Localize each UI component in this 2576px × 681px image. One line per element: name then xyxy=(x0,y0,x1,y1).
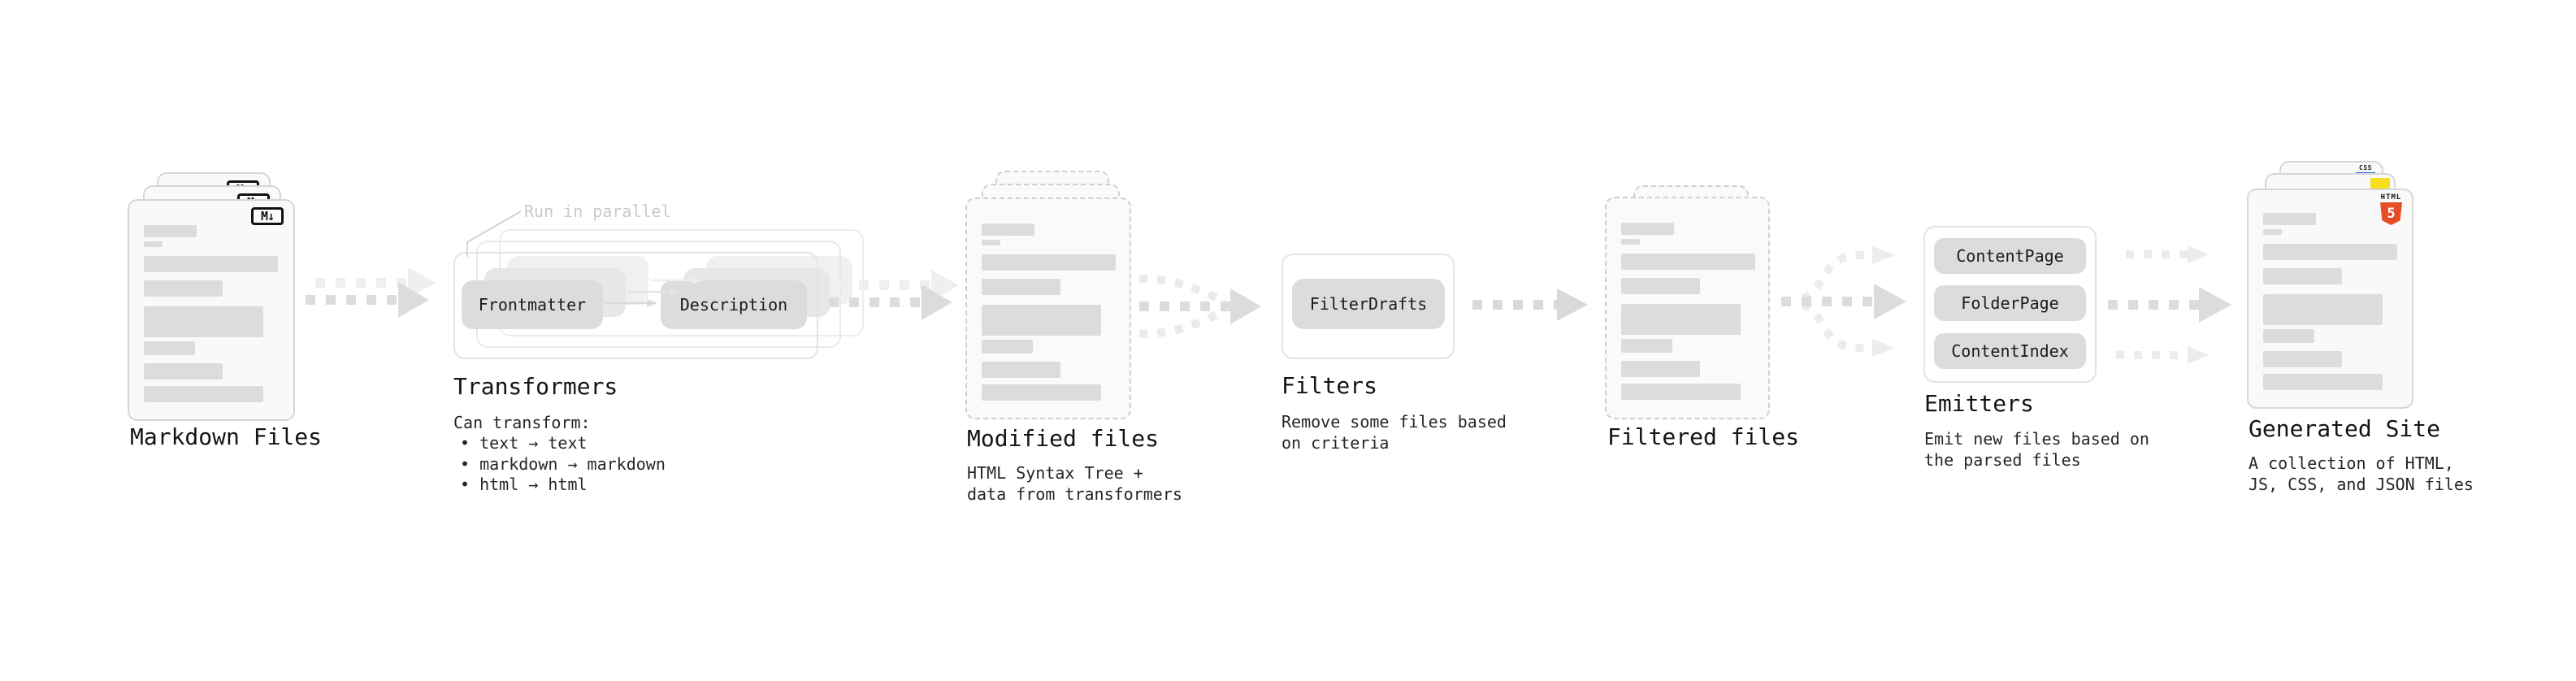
placeholder-bar xyxy=(1621,278,1700,294)
placeholder-bar xyxy=(2263,244,2397,260)
modified-file-card-front xyxy=(965,197,1131,419)
frontmatter-pill: Frontmatter xyxy=(462,280,603,329)
desc-line: Remove some files based xyxy=(1281,412,1507,432)
bullet-line: • html → html xyxy=(460,475,588,494)
filterdrafts-pill: FilterDrafts xyxy=(1292,279,1445,329)
transformers-desc: Can transform: xyxy=(453,413,591,432)
html5-badge-label: HTML xyxy=(2380,193,2402,202)
desc-line: HTML Syntax Tree + xyxy=(967,463,1143,483)
placeholder-bar xyxy=(1621,304,1741,335)
transformer-box-front xyxy=(453,252,818,359)
css-badge-label: CSS xyxy=(2359,164,2372,171)
placeholder-bar xyxy=(2263,229,2282,235)
placeholder-bar xyxy=(1621,361,1700,377)
placeholder-bar xyxy=(2263,374,2383,390)
emitters-box xyxy=(1923,226,2097,383)
bullet-line: • markdown → markdown xyxy=(460,453,666,474)
desc-line: the parsed files xyxy=(1924,449,2081,470)
desc-line: A collection of HTML, xyxy=(2249,453,2454,473)
placeholder-bar xyxy=(144,256,278,272)
flow-arrows-emitters-to-generated xyxy=(2108,245,2231,364)
placeholder-bar xyxy=(1621,384,1741,400)
flow-arrow-modified-to-filters xyxy=(1138,275,1261,338)
placeholder-bar xyxy=(1621,239,1640,245)
flow-arrow-filtered-to-emitters xyxy=(1781,246,1906,357)
filtered-file-card-front xyxy=(1605,197,1770,419)
desc-line: on criteria xyxy=(1281,432,1390,453)
generated-site-desc: A collection of HTML, JS, CSS, and JSON … xyxy=(2249,453,2474,495)
run-in-parallel-annotation: Run in parallel xyxy=(524,202,671,221)
placeholder-bar xyxy=(2263,351,2342,367)
stage-label-transformers: Transformers xyxy=(453,373,618,400)
markdown-icon: M↓ xyxy=(251,207,284,225)
placeholder-bar xyxy=(982,279,1060,295)
html5-shield: 5 xyxy=(2380,202,2402,225)
placeholder-bar xyxy=(144,363,223,380)
placeholder-bar xyxy=(982,254,1116,271)
placeholder-bar xyxy=(2263,268,2342,284)
contentpage-pill: ContentPage xyxy=(1934,238,2086,274)
stage-label-generated-site: Generated Site xyxy=(2249,415,2441,442)
stage-label-markdown-files: Markdown Files xyxy=(130,423,323,450)
placeholder-bar xyxy=(144,386,263,402)
placeholder-bar xyxy=(2263,213,2316,225)
transformers-bullets: • text → text • markdown → markdown • ht… xyxy=(460,433,666,496)
stage-label-emitters: Emitters xyxy=(1924,390,2034,417)
placeholder-bar xyxy=(982,240,1000,245)
placeholder-bar xyxy=(982,340,1033,354)
placeholder-bar xyxy=(144,225,197,237)
emitters-desc: Emit new files based on the parsed files xyxy=(1924,429,2149,471)
placeholder-bar xyxy=(982,384,1101,401)
placeholder-bar xyxy=(1621,254,1755,270)
placeholder-bar xyxy=(982,223,1034,236)
placeholder-bar xyxy=(2263,294,2383,325)
placeholder-bar xyxy=(2263,329,2314,343)
placeholder-bar xyxy=(1621,339,1672,353)
bullet-line: • text → text xyxy=(460,433,588,453)
placeholder-bar xyxy=(144,280,223,297)
folderpage-pill: FolderPage xyxy=(1934,285,2086,321)
flow-arrow-markdown-to-transformers xyxy=(306,267,436,318)
placeholder-bar xyxy=(1621,223,1674,235)
placeholder-bar xyxy=(982,305,1101,336)
filters-desc: Remove some files based on criteria xyxy=(1281,412,1507,453)
placeholder-bar xyxy=(144,341,195,355)
desc-line: Emit new files based on xyxy=(1924,429,2149,449)
filters-box xyxy=(1281,254,1455,359)
placeholder-bar xyxy=(982,362,1060,378)
flow-arrow-transformers-to-modified xyxy=(829,270,959,320)
html5-file-icon: HTML 5 xyxy=(2380,193,2402,225)
description-pill: Description xyxy=(661,280,807,329)
modified-files-desc: HTML Syntax Tree + data from transformer… xyxy=(967,463,1182,505)
transform-step-arrows xyxy=(605,276,703,307)
flow-arrow-filters-to-filtered xyxy=(1472,288,1588,321)
placeholder-bar xyxy=(144,306,263,337)
generated-file-card-html: HTML 5 xyxy=(2247,189,2413,409)
stage-label-filtered-files: Filtered files xyxy=(1607,423,1800,450)
stage-label-filters: Filters xyxy=(1281,372,1378,399)
js-file-icon xyxy=(2370,178,2390,189)
markdown-file-card-front: M↓ xyxy=(128,199,295,421)
stage-label-modified-files: Modified files xyxy=(967,425,1160,452)
placeholder-bar xyxy=(144,241,163,247)
contentindex-pill: ContentIndex xyxy=(1934,333,2086,369)
desc-line: data from transformers xyxy=(967,484,1182,504)
desc-line: JS, CSS, and JSON files xyxy=(2249,474,2474,494)
